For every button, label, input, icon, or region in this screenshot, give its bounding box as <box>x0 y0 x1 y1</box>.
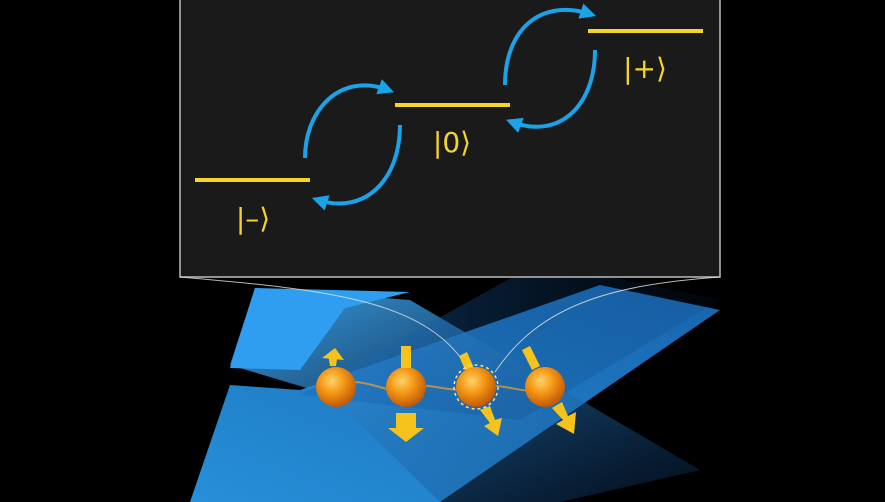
callout-line <box>494 276 721 373</box>
spin-arrow-icon <box>322 348 344 360</box>
callout-line <box>179 276 471 373</box>
panel-background <box>179 0 721 278</box>
spin-arrow-icon <box>552 402 576 434</box>
transition-arrow-down-icon <box>506 49 597 133</box>
spin-arrow-icon <box>480 406 502 436</box>
energy-level-label: |0⟩ <box>433 126 471 159</box>
atom-link <box>334 381 546 392</box>
transition-arrow-up-icon <box>503 3 597 86</box>
energy-level-label: |–⟩ <box>236 202 270 235</box>
energy-level-panel: |–⟩ |0⟩ |+⟩ <box>179 0 721 373</box>
laser-beam-arrowhead <box>230 288 410 370</box>
atom-sphere-icon <box>525 367 565 407</box>
transition-arrow-up-icon <box>303 79 394 159</box>
atom-highlight-ring <box>453 364 499 410</box>
spin-arrow-icon <box>388 413 424 442</box>
atom-sphere-icon <box>386 367 426 407</box>
transition-arrow-down-icon <box>311 124 402 211</box>
spin-arrow-icon <box>401 346 411 368</box>
spin-arrow-icon <box>459 352 474 372</box>
atom-chain <box>316 346 576 442</box>
atom-sphere-icon <box>456 367 496 407</box>
energy-level-label: |+⟩ <box>623 52 667 85</box>
atom-sphere-icon <box>316 367 356 407</box>
spin-arrow-icon <box>522 346 540 370</box>
